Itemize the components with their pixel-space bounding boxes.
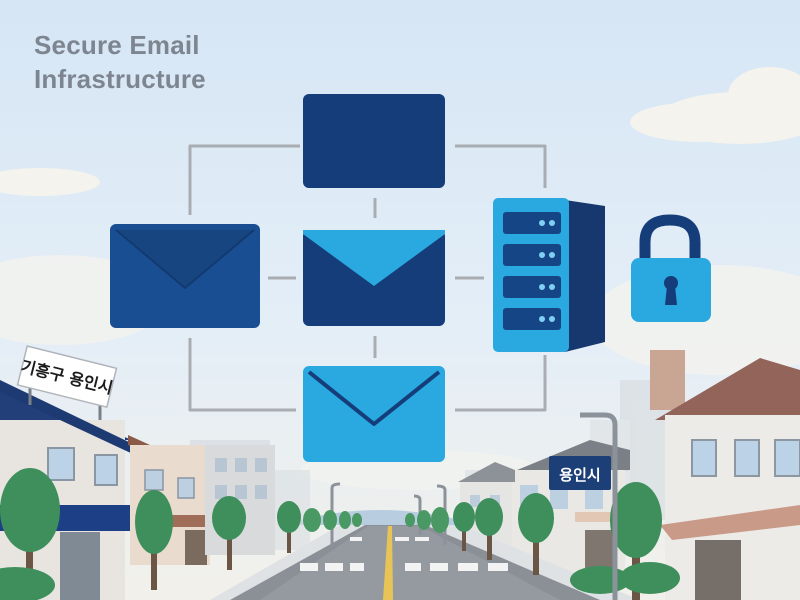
server-icon [493,198,605,352]
sidewalk-left [210,525,370,600]
lock-icon [631,214,711,322]
connector-bottom-left [188,338,296,412]
connector-top-right [455,144,547,188]
center-line [383,526,393,600]
bottom-envelope-icon [303,366,445,462]
street-lamps [330,482,447,545]
right-house [650,350,800,600]
title-line-2: Infrastructure [34,64,206,94]
crosswalk [300,537,508,571]
diagram-title: Secure Email Infrastructure [34,28,294,96]
diagram [110,94,711,462]
right-sign-text: 용인시 [559,466,600,484]
connector-bottom-right [455,355,547,412]
center-envelope-icon [303,230,445,326]
connector-top-left [188,144,300,215]
title-line-1: Secure Email [34,30,200,60]
left-building-3 [205,445,275,555]
right-street-sign: 용인시 [549,412,618,600]
connector-lines [188,144,547,412]
top-envelope-icon [303,94,445,188]
left-envelope-icon [110,224,260,328]
